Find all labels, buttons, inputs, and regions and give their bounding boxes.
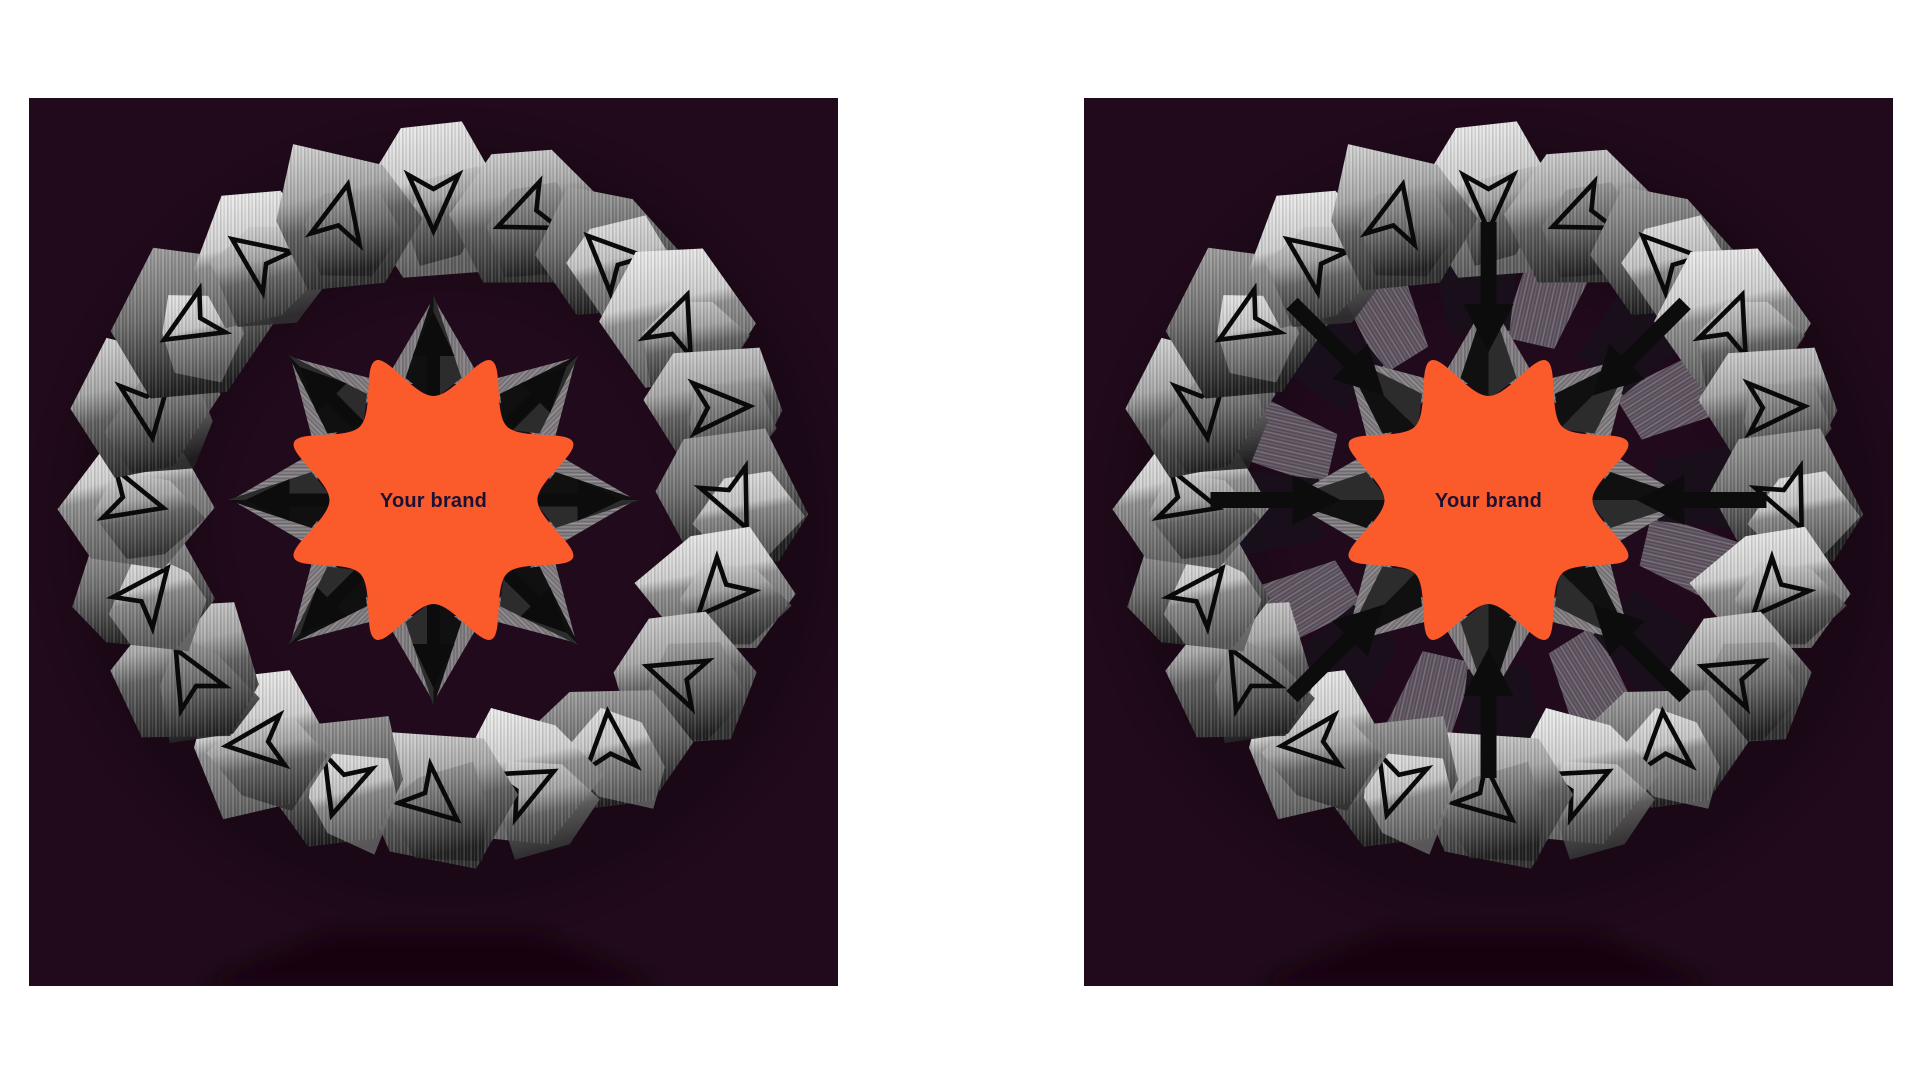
cursor-pointer-icon bbox=[693, 459, 749, 534]
cursor-pointer-icon bbox=[582, 706, 642, 776]
cursor-pointer-icon bbox=[403, 169, 464, 237]
cursor-pointer-icon bbox=[105, 563, 171, 636]
arrow-outward-icon bbox=[412, 312, 455, 402]
cursor-pointer-icon bbox=[1151, 463, 1224, 522]
cursor-tile bbox=[276, 144, 423, 291]
cursor-pointer-icon bbox=[694, 550, 762, 620]
cursor-pointer-icon bbox=[1547, 175, 1621, 231]
cursor-pointer-icon bbox=[96, 463, 169, 522]
cursor-tile bbox=[1331, 144, 1478, 291]
cursor-tile bbox=[1320, 716, 1458, 855]
brand-label: Your brand bbox=[380, 490, 487, 512]
cursor-pointer-icon bbox=[321, 747, 379, 821]
cursor-pointer-icon bbox=[227, 235, 300, 300]
cursor-pointer-icon bbox=[485, 768, 559, 826]
cursor-ring bbox=[1112, 121, 1864, 869]
panel-inbound: Your brand bbox=[1084, 98, 1893, 986]
arrow-inward-icon bbox=[1286, 604, 1384, 703]
arrow-inward-icon bbox=[1286, 297, 1384, 396]
cursor-pointer-icon bbox=[1282, 235, 1355, 300]
cursor-pointer-icon bbox=[1742, 378, 1811, 439]
cursor-pointer-icon bbox=[1160, 563, 1226, 636]
brand-star-badge bbox=[1348, 360, 1629, 640]
arrow-inward-icon bbox=[1210, 475, 1341, 525]
cursor-pointer-icon bbox=[641, 657, 715, 715]
cursor-pointer-icon bbox=[1696, 657, 1770, 715]
arrow-inward-icon bbox=[1463, 222, 1514, 352]
arrow-inward-icon bbox=[1593, 604, 1691, 703]
cursor-pointer-icon bbox=[390, 757, 462, 824]
cursor-pointer-icon bbox=[159, 282, 233, 343]
cursor-pointer-icon bbox=[1540, 768, 1614, 826]
brand-label: Your brand bbox=[1435, 490, 1542, 512]
cursor-tile bbox=[70, 337, 221, 478]
brand-star-badge bbox=[293, 360, 574, 640]
cursor-pointer-icon bbox=[1445, 757, 1517, 824]
cursor-pointer-icon bbox=[1275, 709, 1346, 770]
cursor-pointer-icon bbox=[1214, 282, 1288, 343]
cursor-tile bbox=[1127, 531, 1270, 652]
inbound-illustration: Your brand bbox=[1112, 121, 1886, 984]
cursor-tile bbox=[1125, 337, 1276, 478]
cursor-pointer-icon bbox=[1169, 373, 1229, 444]
cursor-pointer-icon bbox=[1749, 550, 1817, 620]
arrow-outward-icon bbox=[300, 564, 369, 633]
arrow-outward-icon bbox=[412, 598, 455, 688]
arrow-outward-icon bbox=[245, 479, 336, 521]
cursor-tile bbox=[1424, 731, 1573, 869]
cursor-pointer-icon bbox=[220, 709, 291, 770]
cursor-tile bbox=[57, 424, 215, 569]
arrow-outward-icon bbox=[531, 479, 622, 521]
outbound-illustration: Your brand bbox=[57, 121, 831, 984]
cursor-pointer-icon bbox=[1692, 289, 1749, 363]
cursor-pointer-icon bbox=[637, 289, 694, 363]
cursor-tile bbox=[72, 531, 215, 652]
arrow-inward-icon bbox=[1593, 297, 1691, 396]
cursor-pointer-icon bbox=[1228, 644, 1287, 718]
arrow-outward-icon bbox=[498, 367, 567, 436]
cursor-pointer-icon bbox=[1359, 178, 1419, 252]
cursor-pointer-icon bbox=[583, 231, 653, 300]
arrow-inward-icon bbox=[1463, 648, 1514, 778]
outward-arrows bbox=[245, 312, 622, 688]
cursor-pointer-icon bbox=[1748, 459, 1804, 534]
cursor-pointer-icon bbox=[173, 644, 232, 718]
brand-star-badge bbox=[293, 360, 574, 640]
cursor-pointer-icon bbox=[114, 373, 174, 444]
cursor-pointer-icon bbox=[492, 175, 566, 231]
inward-arrows bbox=[1210, 222, 1767, 778]
cursor-tile bbox=[369, 731, 518, 869]
cursor-pointer-icon bbox=[687, 378, 756, 439]
panel-outbound: Your brand bbox=[29, 98, 838, 986]
cursor-pointer-icon bbox=[1637, 706, 1697, 776]
cursor-pointer-icon bbox=[1638, 231, 1708, 300]
cursor-pointer-icon bbox=[1458, 169, 1519, 237]
arrow-outward-icon bbox=[498, 564, 567, 633]
brand-star-badge bbox=[1348, 360, 1629, 640]
arrow-inward-icon bbox=[1636, 475, 1767, 525]
cursor-pointer-icon bbox=[304, 178, 364, 252]
cursor-ring bbox=[57, 121, 809, 869]
cursor-pointer-icon bbox=[1376, 747, 1434, 821]
arrow-outward-icon bbox=[300, 367, 369, 436]
